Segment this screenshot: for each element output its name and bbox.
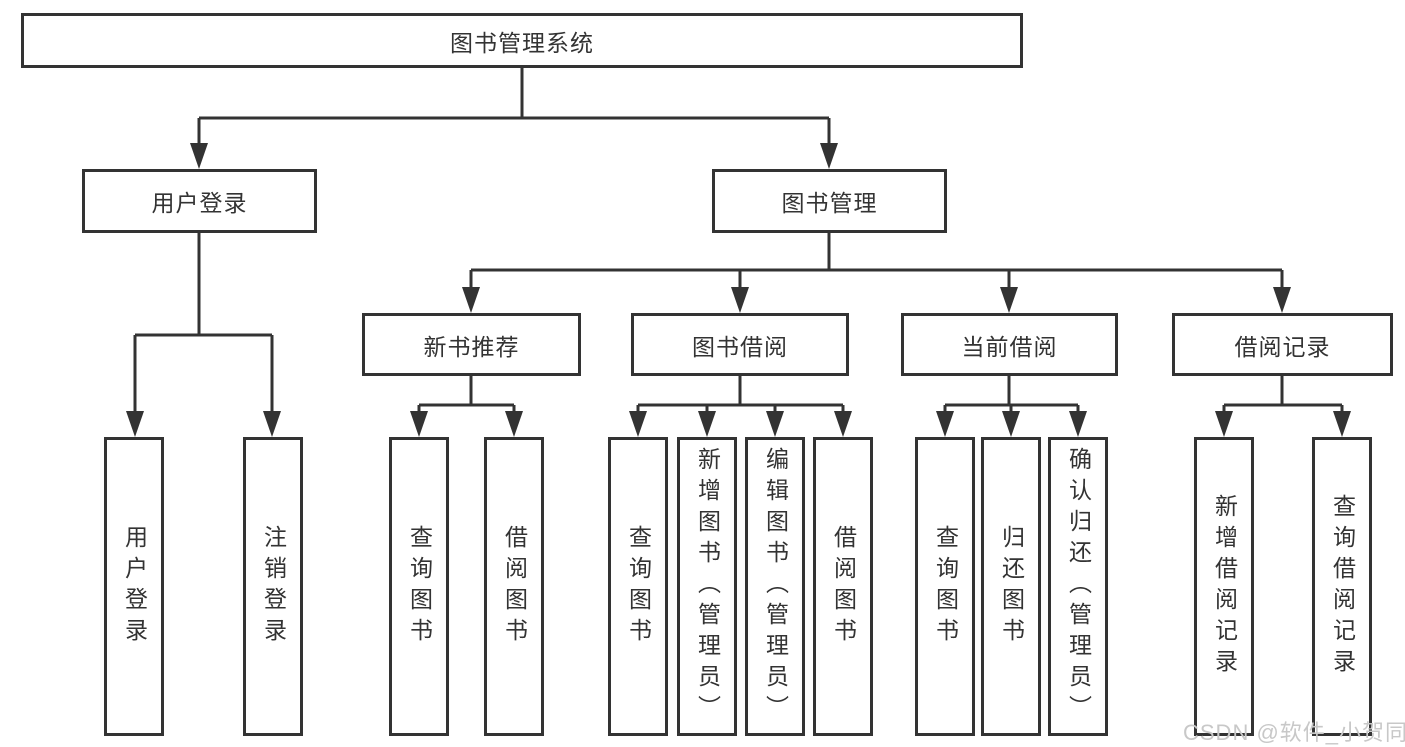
leaf-query-borrow-record: 查询借阅记录 — [1312, 437, 1372, 736]
csdn-watermark: CSDN @软件_小贺同学 — [1183, 720, 1405, 745]
leaf-query-books-current: 查询图书 — [915, 437, 975, 736]
node-borrowing-records: 借阅记录 — [1172, 313, 1393, 376]
node-user-login: 用户登录 — [82, 169, 317, 233]
leaf-query-books-newrec: 查询图书 — [389, 437, 449, 736]
node-book-borrowing: 图书借阅 — [631, 313, 849, 376]
leaf-borrow-books-borrowing: 借阅图书 — [813, 437, 873, 736]
node-book-management: 图书管理 — [712, 169, 947, 233]
leaf-confirm-return-admin: 确认归还（管理员） — [1048, 437, 1108, 736]
leaf-borrow-books-newrec: 借阅图书 — [484, 437, 544, 736]
leaf-return-book: 归还图书 — [981, 437, 1041, 736]
leaf-query-books-borrowing: 查询图书 — [608, 437, 668, 736]
node-new-book-recommendation: 新书推荐 — [362, 313, 581, 376]
leaf-user-login: 用户登录 — [104, 437, 164, 736]
node-current-borrowing: 当前借阅 — [901, 313, 1118, 376]
leaf-logout: 注销登录 — [243, 437, 303, 736]
leaf-add-borrow-record: 新增借阅记录 — [1194, 437, 1254, 736]
node-library-management-system: 图书管理系统 — [21, 13, 1023, 68]
leaf-edit-book-admin: 编辑图书（管理员） — [745, 437, 805, 736]
leaf-add-book-admin: 新增图书（管理员） — [677, 437, 737, 736]
